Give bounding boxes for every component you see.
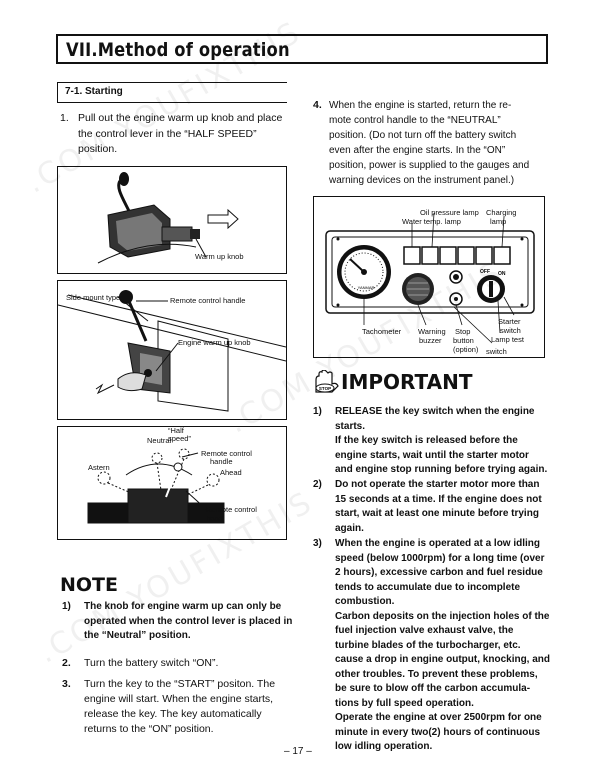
- note-line: the “Neutral” position.: [84, 630, 191, 641]
- label-half-speed-2: speed”: [168, 434, 191, 443]
- figure-warm-up-knob: Warm up knob: [57, 166, 287, 274]
- note-title: NOTE: [60, 574, 118, 596]
- important-line: 2 hours), excessive carbon and fuel resi…: [335, 567, 543, 578]
- important-line: other troubles. To prevent these problem…: [335, 668, 538, 680]
- important-line: be sure to blow off the carbon accumula-: [335, 683, 531, 694]
- label-lamp-test-switch-1: Lamp test: [491, 335, 524, 344]
- label-tachometer: Tachometer: [362, 327, 402, 336]
- label-starter-switch-1: Starter: [498, 317, 521, 326]
- figure-instrument-panel: YANMAR OFF ON Oil pressure lamp Water te…: [313, 196, 545, 358]
- label-warning-buzzer-2: buzzer: [419, 336, 442, 345]
- important-line: 15 seconds at a time. If the engine does…: [335, 493, 542, 505]
- label-warm-up-knob: Warm up knob: [195, 252, 244, 261]
- important-line: tions by full speed operation.: [335, 697, 474, 709]
- label-oil-pressure-lamp: Oil pressure lamp: [420, 208, 479, 217]
- key-on-label: ON: [498, 271, 506, 277]
- important-line: turbine blades of the turbocharger, etc.: [335, 639, 521, 651]
- label-astern: Astern: [88, 463, 110, 472]
- note-item-number: 1): [62, 601, 71, 612]
- important-line: If the key switch is released before the: [335, 435, 518, 446]
- label-water-temp-lamp: Water temp. lamp: [402, 217, 461, 226]
- important-line: starts.: [335, 420, 366, 432]
- important-title: IMPORTANT: [341, 370, 473, 394]
- important-line: cause a drop in engine output, knocking,…: [335, 654, 551, 665]
- important-line: low idling operation.: [335, 741, 433, 752]
- important-line: Do not operate the starter motor more th…: [335, 479, 540, 490]
- step-line: Pull out the engine warm up knob and pla…: [78, 112, 283, 124]
- gauge-brand: YANMAR: [358, 285, 375, 290]
- important-line: fuel injection valve exhaust valve, the: [335, 625, 514, 636]
- figure-side-mount: Side mount type Remote control handle En…: [57, 280, 287, 420]
- step-line: release the key. The key automatically: [84, 708, 262, 720]
- label-remote-control-handle-1: Remote control: [201, 449, 252, 458]
- step-number: 2.: [62, 657, 71, 669]
- step-line: engine will start. When the engine start…: [84, 693, 274, 705]
- label-warning-buzzer-1: Warning: [418, 327, 446, 336]
- step-line: When the engine is started, return the r…: [329, 100, 512, 111]
- important-line: tends to accumulate due to incomplete: [335, 581, 521, 593]
- label-remote-control-handle-2: handle: [210, 457, 233, 466]
- label-side-mount-type: Side mount type: [66, 293, 121, 302]
- step-line: returns to the “ON” position.: [84, 723, 214, 735]
- important-line: combustion.: [335, 596, 395, 607]
- important-line: When the engine is operated at a low idl…: [335, 538, 541, 549]
- section-title: 7-1. Starting: [65, 86, 123, 97]
- label-neutral: Neutral: [147, 436, 172, 445]
- step-line: position, power is supplied to the gauge…: [329, 160, 530, 171]
- step-number: 3.: [62, 678, 71, 690]
- warm-up-knob-illustration: [97, 172, 239, 264]
- instrument-panel-illustration: YANMAR OFF ON: [325, 212, 535, 344]
- important-line: engine starts, wait until the starter mo…: [335, 449, 529, 461]
- note-line: operated when the control lever is place…: [84, 615, 293, 627]
- label-stop-button-1: Stop: [455, 327, 471, 336]
- label-starter-switch-2: switch: [500, 326, 521, 335]
- important-line: minute in every two(2) hours of continuo…: [335, 726, 541, 738]
- important-line: and engine stop running before trying ag…: [335, 464, 548, 475]
- step-line: Turn the battery switch “ON”.: [84, 657, 219, 669]
- label-stop-button-2: button: [453, 336, 474, 345]
- side-mount-illustration: [57, 290, 287, 412]
- important-line: Carbon deposits on the injection holes o…: [335, 610, 550, 622]
- lever-positions-diagram: [87, 448, 225, 524]
- key-off-label: OFF: [480, 269, 490, 275]
- label-engine-warm-up-knob: Engine warm up knob: [178, 338, 251, 347]
- label-remote-control-head-2: head: [206, 514, 223, 523]
- important-item-number: 1): [313, 406, 322, 417]
- label-charging-lamp-1: Charging: [486, 208, 517, 217]
- step-line: position.: [78, 143, 118, 155]
- section-header-box: 7-1. Starting: [57, 82, 287, 103]
- stop-hand-icon: STOP: [315, 370, 339, 393]
- step-line: even after the engine starts. In the “ON…: [329, 145, 506, 156]
- important-item-number: 3): [313, 538, 322, 549]
- important-item-number: 2): [313, 479, 322, 490]
- step-line: the control lever in the “HALF SPEED”: [78, 127, 257, 140]
- label-stop-button-3: (option): [453, 345, 479, 354]
- label-charging-lamp-2: lamp: [490, 217, 507, 226]
- important-line: speed (below 1000rpm) for a long time (o…: [335, 552, 545, 564]
- step-line: mote control handle to the “NEUTRAL”: [329, 115, 501, 126]
- note-line: The knob for engine warm up can only be: [84, 601, 282, 612]
- label-remote-control-head-1: Remote control: [206, 505, 257, 514]
- figure-lever-positions: “Half speed” Neutral Remote control hand…: [57, 426, 287, 540]
- important-line: start, wait at least one minute before t…: [335, 508, 539, 519]
- label-lamp-test-switch-2: switch: [486, 347, 507, 356]
- step-number: 1.: [60, 112, 69, 124]
- step-line: Turn the key to the “START” positon. The: [84, 678, 276, 690]
- label-ahead: Ahead: [220, 468, 242, 477]
- step-line: position. (Do not turn off the battery s…: [329, 130, 517, 141]
- label-half-speed-1: “Half: [168, 426, 184, 435]
- important-line: again.: [335, 522, 364, 534]
- step-line: warning devices on the instrument panel.…: [329, 175, 515, 186]
- page-number: – 17 –: [284, 746, 312, 757]
- chapter-title: VII.Method of operation: [66, 39, 290, 61]
- chapter-title-box: VII.Method of operation: [56, 34, 548, 64]
- important-line: RELEASE the key switch when the engine: [335, 406, 535, 417]
- step-number: 4.: [313, 99, 322, 111]
- important-line: Operate the engine at over 2500rpm for o…: [335, 712, 542, 723]
- stop-icon-text: STOP: [319, 386, 331, 391]
- label-remote-control-handle: Remote control handle: [170, 296, 246, 305]
- important-header: STOP IMPORTANT: [312, 368, 552, 394]
